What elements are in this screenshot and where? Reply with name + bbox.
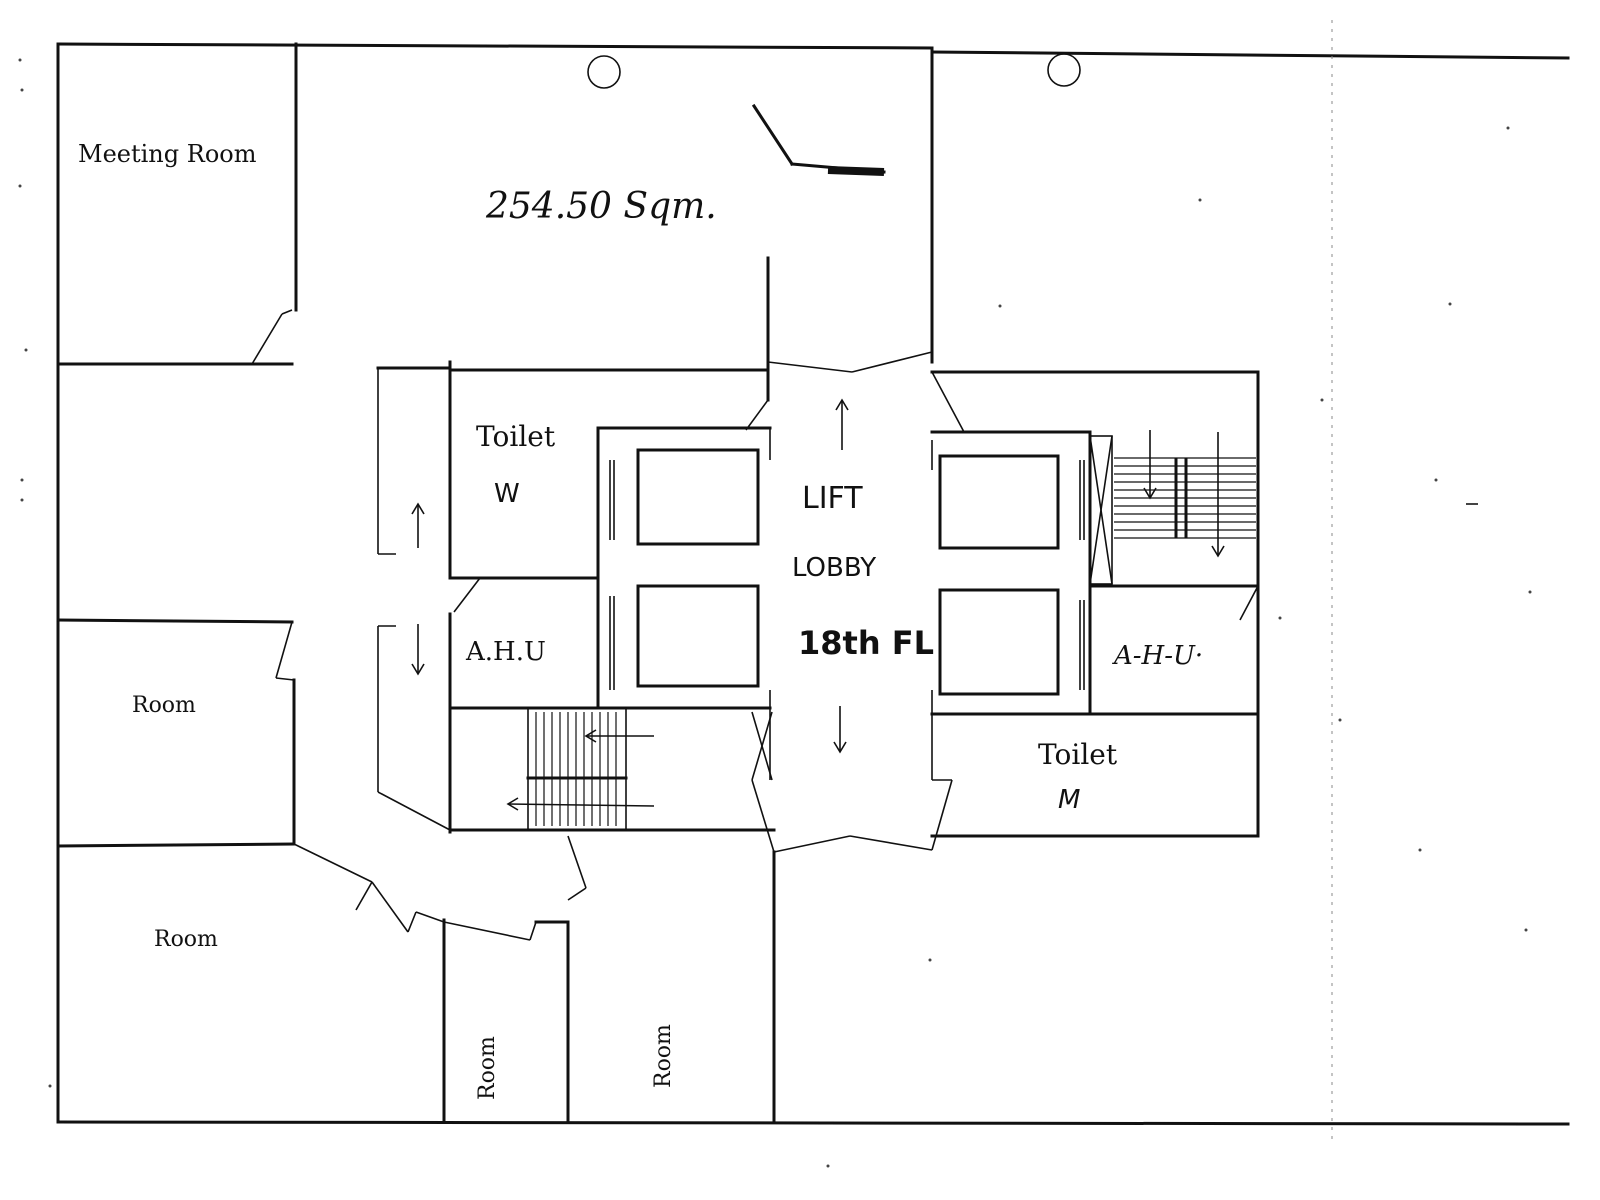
toilet-w-tag: W: [494, 479, 520, 509]
column-marker: [587, 55, 621, 89]
left-stair: [526, 707, 628, 831]
toilet-m-tag: M: [1058, 785, 1080, 815]
lobby-subtitle: LOBBY: [792, 553, 876, 583]
lobby-title: LIFT: [802, 481, 863, 516]
column-marker: [1047, 53, 1081, 87]
left-rooms: [56, 618, 776, 1124]
floor-label: 18th FL: [798, 624, 934, 662]
room-left-bottom-label: Room: [154, 927, 218, 952]
room-left-mid-label: Room: [132, 693, 196, 718]
core-left: [376, 256, 933, 853]
lobby-arrows: [833, 398, 849, 754]
meeting-room: [56, 42, 298, 366]
toilet-m-label: Toilet: [1038, 738, 1118, 771]
north-mark: [751, 103, 886, 176]
room-bottom-b-label: Room: [651, 1024, 676, 1088]
scan-specks: [18, 20, 1532, 1168]
right-stair: [1114, 457, 1256, 539]
outer-walls: [56, 42, 1570, 1126]
toilet-w-label: Toilet: [476, 420, 556, 453]
meeting-room-label: Meeting Room: [78, 140, 257, 168]
core-right: [930, 370, 1260, 851]
ahu-right-label: A-H-U·: [1112, 641, 1203, 671]
ahu-left-label: A.H.U: [465, 637, 546, 667]
room-bottom-a-label: Room: [475, 1036, 500, 1100]
area-label: 254.50 Sqm.: [485, 186, 717, 227]
corridor-arrows: [411, 430, 1225, 811]
